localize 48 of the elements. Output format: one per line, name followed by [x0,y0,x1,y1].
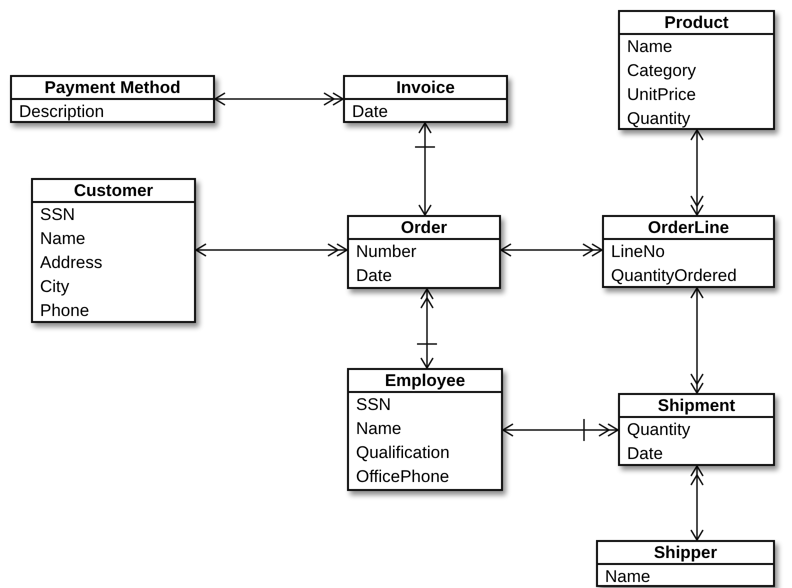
attribute-label: Date [351,101,388,123]
entity-box [31,178,196,323]
entity-box [347,368,503,491]
relationship-arrow [195,243,348,257]
relationship-arrow [500,243,603,257]
attribute-label: QuantityOrdered [610,265,737,287]
attribute-label: Quantity [626,419,690,441]
attribute-label: LineNo [610,241,665,263]
attribute-label: Date [626,443,663,465]
relationship-arrow [414,122,436,216]
attribute-label: Number [355,241,416,263]
attribute-label: Description [18,101,104,123]
entity-box [596,540,775,587]
attribute-label: City [39,276,70,298]
entity-box [347,215,501,289]
attribute-label: Address [39,252,102,274]
entity-name: Shipment [620,395,773,418]
entity-name: Payment Method [12,77,213,100]
attribute-label: Date [355,265,392,287]
attribute-label: SSN [355,394,391,416]
attribute-label: Quantity [626,108,690,130]
attribute-label: Name [626,36,672,58]
entity-box [343,75,508,123]
relationship-arrow [214,92,344,106]
entity-name: Product [620,12,773,35]
attribute-label: Qualification [355,442,450,464]
relationship-arrow [690,287,704,394]
attribute-label: Name [39,228,86,250]
attribute-label: SSN [39,204,75,226]
entity-box [10,75,215,123]
relationship-arrow [690,465,704,541]
attribute-label: Category [626,60,696,82]
entity-box [618,10,775,130]
attribute-label: Name [355,418,402,440]
relationship-arrow [690,129,704,216]
entity-name: OrderLine [604,217,773,240]
attribute-label: Phone [39,300,90,322]
entity-name: Shipper [598,542,773,565]
entity-name: Customer [33,180,194,203]
entity-name: Employee [349,370,501,393]
entity-box [602,215,775,288]
entity-name: Invoice [345,77,506,100]
entity-name: Order [349,217,499,240]
attribute-label: UnitPrice [626,84,696,106]
entity-box [618,393,775,466]
attribute-label: Name [604,566,650,588]
relationship-arrow [502,418,619,442]
attribute-label: OfficePhone [355,466,450,488]
